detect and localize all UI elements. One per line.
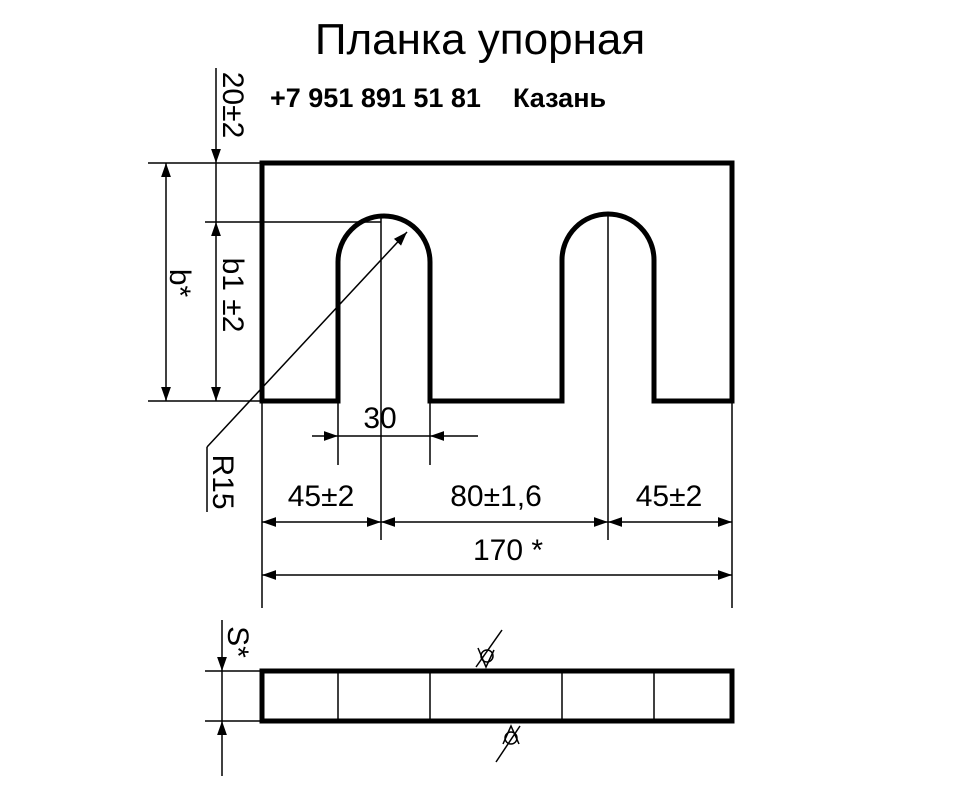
dim-label-left-edge: 45±2 bbox=[288, 480, 355, 513]
weld-symbol-top-icon bbox=[475, 629, 503, 669]
page-title: Планка упорная bbox=[314, 15, 646, 64]
dim-label-slot-depth: b1 ±2 bbox=[216, 258, 249, 333]
dim-label-height-b: b* bbox=[163, 269, 196, 298]
dim-label-top-offset: 20±2 bbox=[216, 72, 249, 139]
bottom-view-outline bbox=[259, 668, 735, 724]
dim-label-between-slots: 80±1,6 bbox=[450, 480, 542, 513]
weld-symbol-bottom-icon bbox=[495, 724, 521, 763]
phone-number: +7 951 891 51 81 bbox=[270, 83, 481, 113]
dim-line-radius bbox=[206, 231, 408, 448]
dim-label-radius: R15 bbox=[206, 454, 239, 509]
city-name: Казань bbox=[512, 83, 607, 113]
contact-line: +7 951 891 51 81 Казань bbox=[270, 80, 606, 116]
dim-label-thickness: S* bbox=[221, 626, 254, 658]
dim-label-total-length: 170 * bbox=[473, 534, 543, 567]
dim-label-right-edge: 45±2 bbox=[636, 480, 703, 513]
dim-label-slot-width: 30 bbox=[363, 402, 396, 435]
plate-outline bbox=[259, 160, 735, 404]
